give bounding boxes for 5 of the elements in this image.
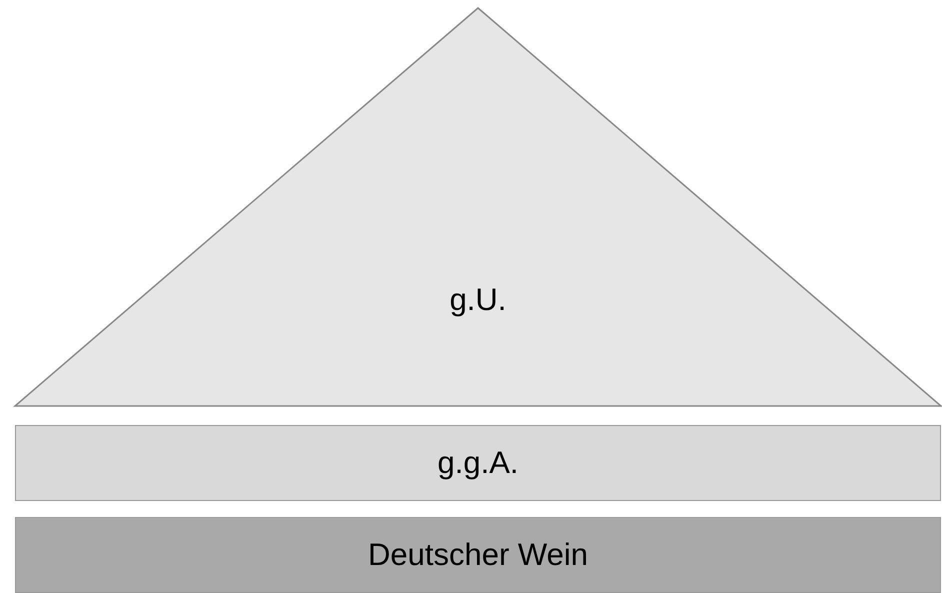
- tier-label: g.U.: [450, 282, 506, 318]
- pyramid-tier: [15, 425, 941, 501]
- tier-label: Deutscher Wein: [368, 537, 588, 573]
- tier-label: g.g.A.: [438, 445, 518, 481]
- pyramid-tier: [15, 517, 941, 593]
